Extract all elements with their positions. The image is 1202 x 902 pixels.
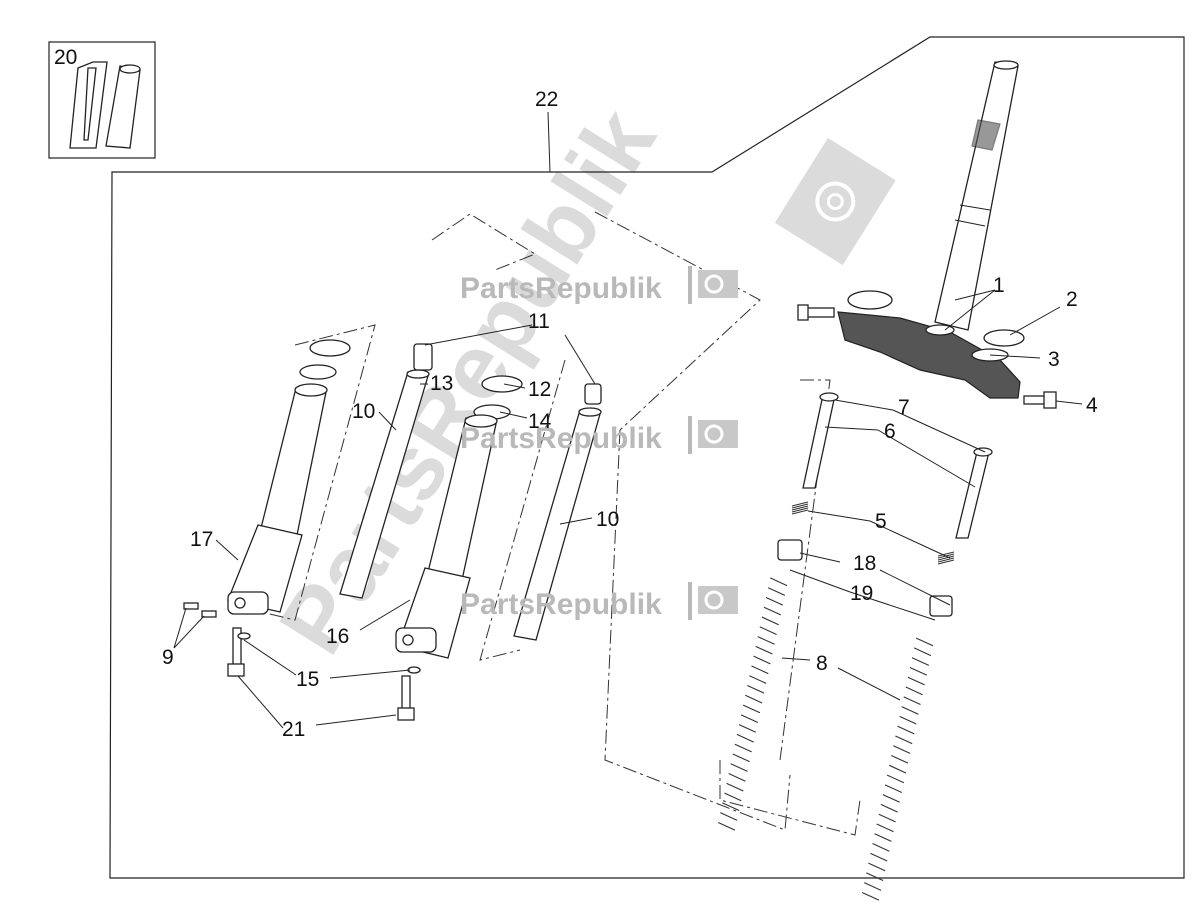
clamp-bolt-left (797, 304, 835, 321)
label-6: 6 (884, 420, 896, 443)
steering-stem (934, 60, 1019, 331)
label-3: 3 (1048, 348, 1060, 371)
label-18: 18 (853, 552, 876, 575)
dash-outlines (231, 211, 861, 836)
label-15: 15 (296, 668, 319, 691)
watermark-row-2: PartsRepublik (460, 416, 738, 455)
label-5: 5 (875, 510, 887, 533)
label-8: 8 (816, 652, 828, 675)
label-12: 12 (528, 378, 551, 401)
part-labels: 20 22 1 2 3 4 7 6 5 18 19 8 11 13 12 14 … (54, 46, 1098, 741)
watermark-text-3: PartsRepublik (460, 588, 662, 621)
label-10a: 10 (352, 400, 375, 423)
label-1: 1 (993, 274, 1005, 297)
watermark-row-3: PartsRepublik (460, 582, 738, 621)
triple-clamp (837, 290, 1025, 399)
label-10b: 10 (596, 508, 619, 531)
watermark-text-2: PartsRepublik (460, 422, 662, 455)
label-9: 9 (162, 646, 174, 669)
label-2: 2 (1066, 288, 1078, 311)
label-17: 17 (190, 528, 213, 551)
label-22: 22 (535, 88, 558, 111)
label-13: 13 (430, 372, 453, 395)
label-14: 14 (528, 410, 552, 433)
bushing-sleeve-right (105, 64, 141, 149)
gear-icon (698, 270, 738, 298)
label-11: 11 (528, 310, 550, 333)
spring-caps (777, 539, 953, 617)
bushing-sleeve-left (69, 61, 108, 149)
label-16: 16 (326, 625, 349, 648)
fork-tubes (339, 369, 602, 641)
assembly-outline (109, 36, 1185, 879)
damper-rod-right (955, 447, 993, 539)
damper-rod-left (802, 392, 839, 489)
label-7: 7 (898, 396, 910, 419)
label-19: 19 (850, 582, 873, 605)
kit-box-20 (48, 41, 156, 159)
label-4: 4 (1086, 394, 1098, 417)
watermark-flag-icon (774, 137, 896, 266)
fork-slider-left (227, 383, 328, 615)
fork-slider-right (395, 414, 498, 659)
small-hardware (183, 602, 421, 721)
watermark-row-1: PartsRepublik (460, 266, 738, 305)
gear-icon (698, 586, 738, 614)
gear-icon (698, 420, 738, 448)
watermark-text-1: PartsRepublik (460, 272, 662, 305)
clamp-bolt-4 (1023, 391, 1057, 409)
top-bushings (413, 343, 602, 405)
label-20: 20 (54, 46, 77, 69)
leader-lines (173, 111, 1083, 729)
label-21: 21 (282, 718, 305, 741)
main-springs (718, 577, 934, 901)
